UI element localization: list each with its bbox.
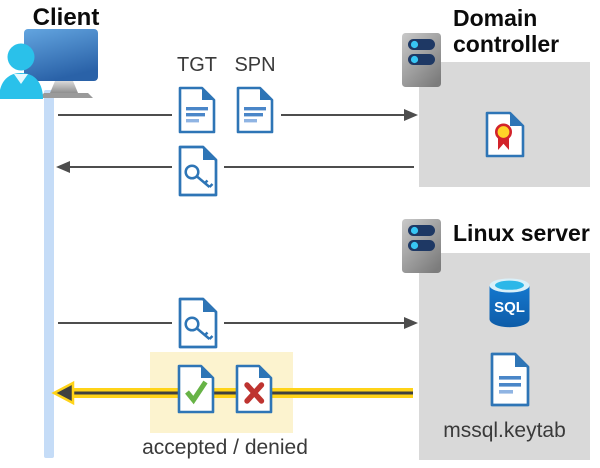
sql-badge-text: SQL bbox=[494, 299, 525, 316]
ribbon-seal bbox=[495, 123, 512, 141]
keytab-label: mssql.keytab bbox=[443, 419, 566, 442]
client-label: Client bbox=[32, 4, 100, 31]
arrow-tgt-spn-request bbox=[58, 109, 418, 121]
client-timeline-bar bbox=[44, 90, 54, 458]
user-collar bbox=[14, 74, 28, 84]
accepted-document-icon bbox=[177, 364, 215, 414]
client-workstation-icon bbox=[0, 29, 98, 99]
tgt-label: TGT bbox=[177, 54, 217, 76]
x-icon bbox=[244, 382, 265, 404]
arrow-ticket-reply bbox=[56, 161, 414, 173]
user-head bbox=[7, 43, 35, 71]
sql-database-icon: SQL bbox=[489, 278, 530, 328]
user-body bbox=[0, 73, 43, 99]
spn-document-icon bbox=[236, 86, 274, 134]
arrow-service-ticket bbox=[58, 317, 418, 329]
monitor-icon bbox=[24, 29, 98, 81]
domain-controller-server-icon bbox=[402, 33, 441, 87]
keytab-document-icon bbox=[490, 352, 530, 407]
domain-controller-label: Domain controller bbox=[453, 5, 560, 58]
result-label: accepted / denied bbox=[142, 436, 308, 459]
monitor-stand bbox=[50, 81, 78, 93]
key-document-icon bbox=[178, 145, 218, 197]
tgt-document-icon bbox=[178, 86, 216, 134]
key-glyph bbox=[184, 316, 214, 340]
key-glyph bbox=[184, 164, 214, 188]
check-icon bbox=[185, 380, 208, 405]
certificate-icon bbox=[485, 111, 525, 158]
key-document-icon bbox=[178, 297, 218, 349]
linux-server-label: Linux server bbox=[453, 220, 590, 246]
denied-document-icon bbox=[235, 364, 273, 414]
monitor-base bbox=[39, 93, 93, 98]
spn-label: SPN bbox=[234, 54, 276, 76]
linux-server-icon bbox=[402, 219, 441, 273]
